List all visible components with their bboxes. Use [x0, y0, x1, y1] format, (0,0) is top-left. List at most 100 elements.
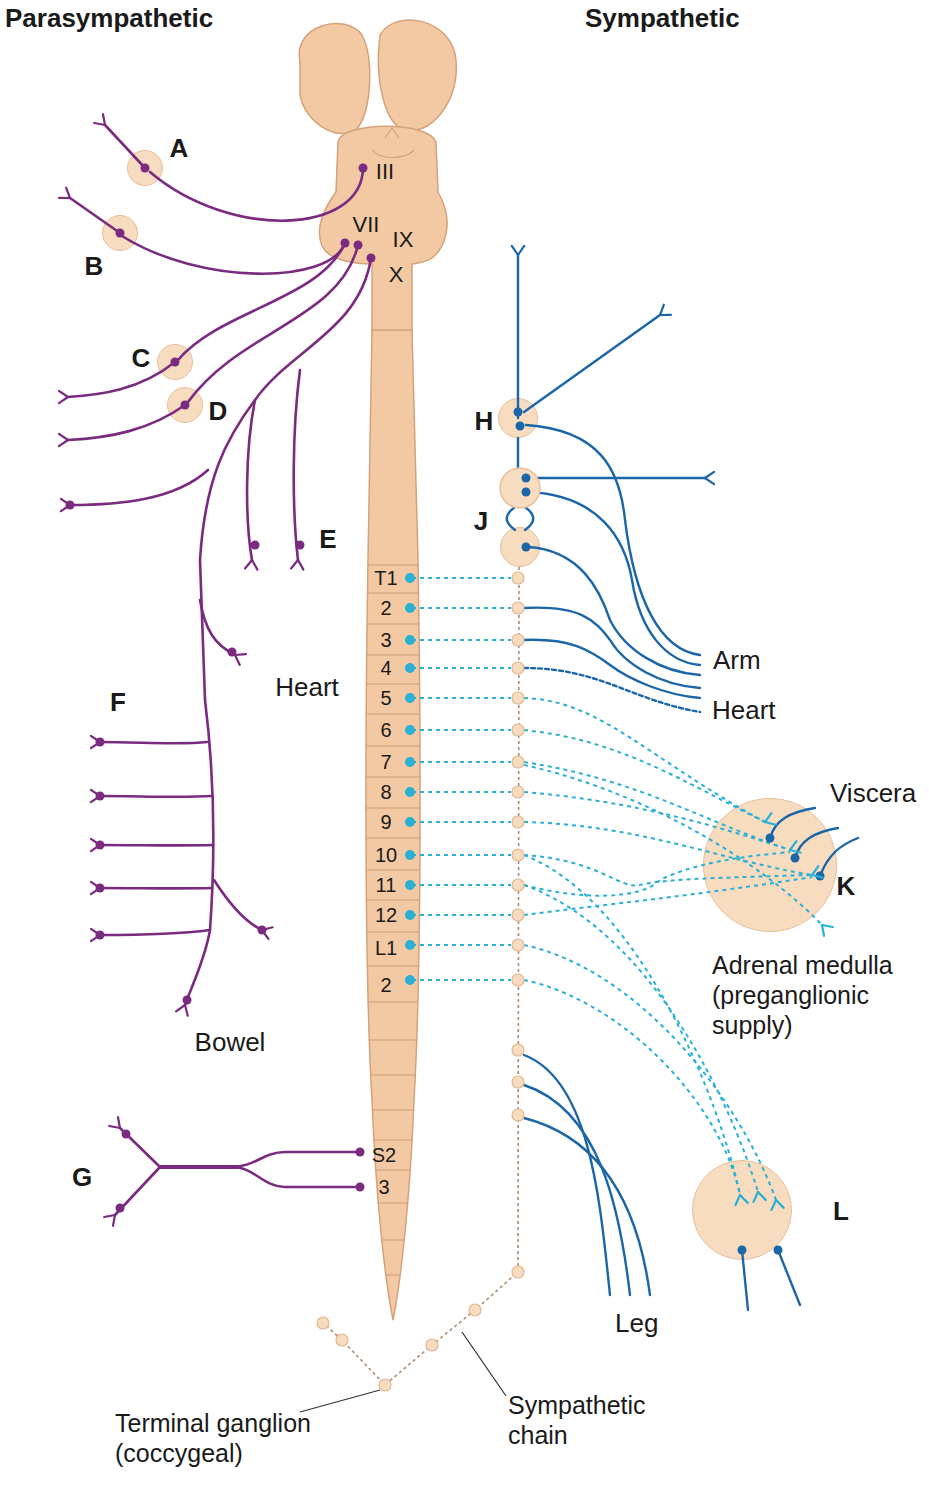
cell-body-dot — [791, 854, 800, 863]
chain-ganglion — [512, 1266, 524, 1278]
nerve-ending — [59, 197, 70, 199]
chain-ganglion — [512, 786, 524, 798]
cell-body-dot — [405, 817, 415, 827]
ganglion-letter: B — [85, 253, 104, 279]
nerve-ending — [235, 655, 240, 665]
segment-label: 12 — [375, 903, 397, 927]
cell-body-dot — [96, 841, 105, 850]
nerve-ending — [245, 560, 252, 569]
ganglion-letter: H — [475, 408, 494, 434]
segment-label: 9 — [380, 810, 391, 834]
region-label: Heart — [275, 672, 339, 703]
segment-line — [360, 1275, 425, 1276]
segment-label: 2 — [380, 596, 391, 620]
cell-body-dot — [514, 408, 523, 417]
nerve-ending — [735, 1195, 740, 1205]
nerve-ending — [118, 1117, 120, 1128]
segment-label: 2 — [380, 973, 391, 997]
cell-body-dot — [405, 573, 415, 583]
segment-line — [360, 714, 425, 715]
nerve-ending — [753, 1192, 758, 1202]
segment-line — [360, 777, 425, 778]
ganglion-letter: C — [132, 345, 151, 371]
segment-label: 3 — [378, 1175, 389, 1199]
nerve-ending — [66, 188, 70, 198]
cell-body-dot — [356, 1148, 365, 1157]
preganglionic-fiber — [412, 729, 511, 731]
segment-label: 7 — [380, 750, 391, 774]
region-label: Leg — [615, 1308, 658, 1339]
chain-ganglion — [512, 1044, 524, 1056]
preganglionic-fiber — [412, 667, 511, 669]
chain-ganglion — [512, 879, 524, 891]
nerve-ending — [176, 1005, 185, 1011]
segment-line — [360, 966, 425, 967]
segment-line — [360, 838, 425, 839]
cell-body-dot — [405, 725, 415, 735]
nerve-ending — [59, 391, 68, 397]
cell-body-dot — [96, 738, 105, 747]
segment-line — [360, 1140, 425, 1141]
cell-body-dot — [228, 648, 237, 657]
cell-body-dot — [405, 787, 415, 797]
cell-body-dot — [356, 1183, 365, 1192]
segment-label: 10 — [375, 843, 397, 867]
ganglion-circle: L — [692, 1160, 792, 1260]
cell-body-dot — [405, 757, 415, 767]
coccygeal-ganglion — [469, 1304, 481, 1316]
chain-ganglion — [512, 724, 524, 736]
segment-line — [360, 1240, 425, 1241]
chain-ganglion — [512, 909, 524, 921]
chain-ganglion — [512, 1109, 524, 1121]
cell-body-dot — [116, 229, 125, 238]
region-label: Terminal ganglion (coccygeal) — [115, 1408, 355, 1468]
cell-body-dot — [171, 358, 180, 367]
segment-label: S2 — [372, 1143, 396, 1167]
segment-line — [360, 1075, 425, 1076]
coccygeal-ganglion — [336, 1334, 348, 1346]
cell-body-dot — [738, 1246, 747, 1255]
region-label: Sympathetic — [585, 3, 740, 34]
cell-body-dot — [183, 996, 192, 1005]
nerve-ending — [765, 822, 776, 825]
nerve-ending — [512, 246, 518, 255]
nerve-ending — [291, 560, 298, 569]
cell-body-dot — [405, 663, 415, 673]
segment-label: 11 — [376, 873, 397, 897]
nerve-ending — [776, 1200, 784, 1208]
middle-cervical-ganglion — [500, 468, 540, 508]
ganglion-letter: L — [833, 1198, 849, 1224]
coccygeal-ganglion — [317, 1317, 329, 1329]
segment-label: 5 — [380, 686, 391, 710]
nerve-ending — [660, 314, 671, 316]
nerve-ending — [59, 434, 68, 440]
preganglionic-fiber — [412, 914, 511, 916]
cell-body-dot — [405, 975, 415, 985]
preganglionic-fiber — [412, 607, 511, 609]
ganglion-letter: A — [170, 135, 189, 161]
preganglionic-fiber — [412, 854, 511, 856]
cell-body-dot — [141, 164, 150, 173]
nerve-ending — [812, 866, 818, 875]
cell-body-dot — [96, 931, 105, 940]
cell-body-dot — [405, 940, 415, 950]
segment-line — [360, 1040, 425, 1041]
region-label: G — [72, 1162, 92, 1193]
nerve-ending — [104, 1215, 115, 1217]
cell-body-dot — [66, 501, 75, 510]
region-label: Bowel — [195, 1027, 266, 1058]
region-label: Viscera — [830, 778, 916, 809]
cell-body-dot — [516, 422, 525, 431]
nerve-ending — [185, 1005, 188, 1016]
cell-body-dot — [522, 488, 531, 497]
chain-ganglion — [512, 939, 524, 951]
segment-line — [360, 808, 425, 809]
region-label: Arm — [713, 645, 761, 676]
nerve-ending — [771, 1200, 776, 1210]
ganglion-letter: K — [837, 873, 856, 899]
segment-line — [360, 1110, 425, 1111]
preganglionic-fiber — [412, 821, 511, 823]
chain-ganglion — [512, 756, 524, 768]
cell-body-dot — [122, 1130, 131, 1139]
